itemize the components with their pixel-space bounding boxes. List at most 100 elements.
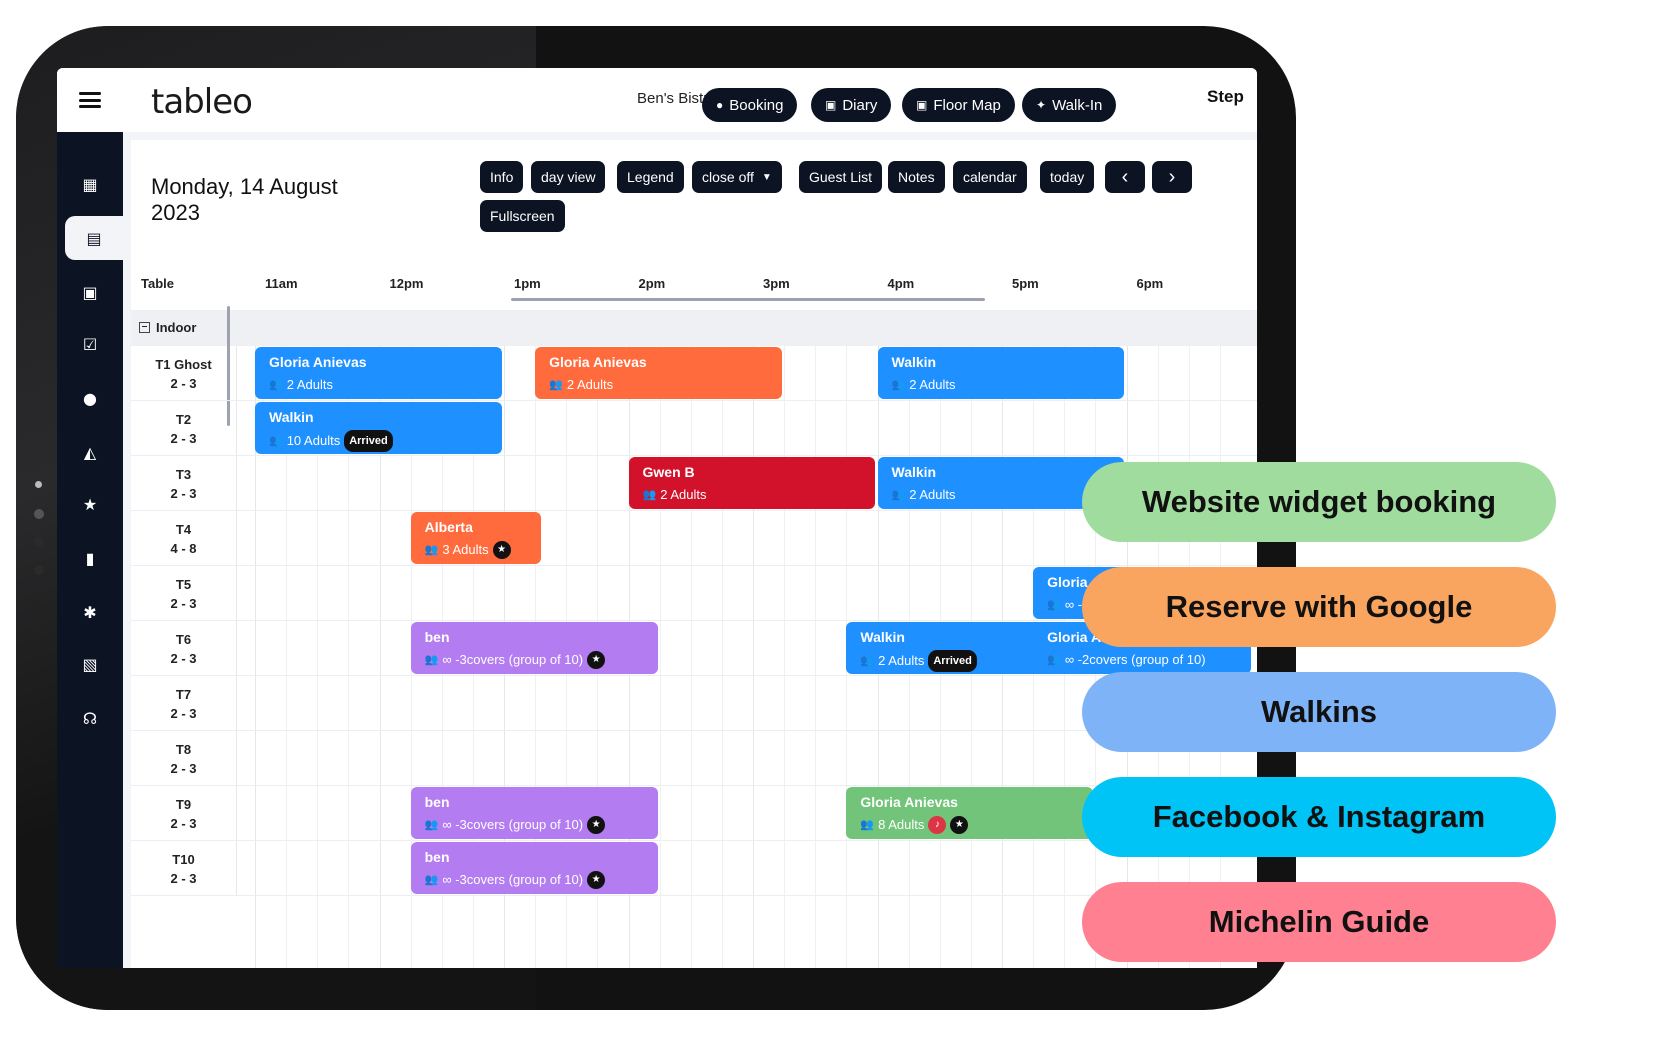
- walk-in-label: Walk-In: [1052, 96, 1103, 114]
- sidebar-item-reviews[interactable]: ★: [57, 482, 123, 526]
- calendar-icon: ▣: [916, 98, 928, 112]
- booking-party-size: ∞ -2covers (group of 10): [1064, 652, 1206, 667]
- table-row[interactable]: T10 2 - 3: [131, 841, 1257, 896]
- table-covers: 2 - 3: [170, 596, 197, 611]
- grid-line: [784, 346, 786, 968]
- people-icon: 👥: [424, 874, 439, 886]
- booking-block[interactable]: ben👥∞ -3covers (group of 10)★: [410, 787, 658, 839]
- booking-block[interactable]: Alberta👥3 Adults★: [410, 512, 542, 564]
- grid-line: [690, 346, 692, 968]
- prev-day-button[interactable]: ‹: [1105, 161, 1145, 193]
- table-name: T9: [175, 797, 192, 812]
- sidebar-item-floor-map[interactable]: ▣: [57, 270, 123, 314]
- booking-block[interactable]: ben👥∞ -3covers (group of 10)★: [410, 622, 658, 674]
- people-icon: 👥: [860, 819, 875, 831]
- booking-block[interactable]: Gwen B👥2 Adults: [628, 457, 876, 509]
- today-button[interactable]: today: [1040, 161, 1095, 193]
- sidebar-item-vouchers[interactable]: ▮: [57, 536, 123, 580]
- booking-block[interactable]: ben👥∞ -3covers (group of 10)★: [410, 842, 658, 894]
- dashboard-icon: ▦: [82, 174, 98, 194]
- date-title: Monday, 14 August 2023: [151, 174, 338, 225]
- tableo-logo: tableo: [151, 82, 253, 122]
- table-name: T8: [175, 742, 192, 757]
- booking-block[interactable]: Walkin👥2 Adults: [877, 347, 1125, 399]
- table-name: T3: [175, 467, 192, 482]
- booking-details: 👥∞ -3covers (group of 10)★: [425, 650, 644, 670]
- close-off-dropdown[interactable]: close off ▼: [692, 161, 782, 193]
- booking-button[interactable]: ● Booking: [702, 88, 798, 122]
- sidebar-item-dashboard[interactable]: ▦: [57, 162, 123, 206]
- booking-party-size: ∞ -3covers (group of 10): [442, 817, 584, 832]
- sidebar-item-reports[interactable]: ◭: [57, 430, 123, 474]
- time-label: 12pm: [389, 276, 424, 291]
- group-name: Indoor: [156, 320, 197, 335]
- booking-guest-name: Walkin: [860, 629, 905, 645]
- table-name: T10: [172, 852, 195, 867]
- grid-line: [286, 346, 288, 968]
- star-icon: ★: [587, 651, 606, 669]
- booking-guest-name: ben: [424, 794, 450, 810]
- floor-map-icon: ▣: [82, 282, 98, 302]
- sidebar-item-diary[interactable]: ▤: [65, 216, 123, 260]
- table-covers: 2 - 3: [170, 871, 197, 886]
- time-label: 2pm: [638, 276, 666, 291]
- booking-block[interactable]: Gloria Anievas👥8 Adults♪★: [846, 787, 1094, 839]
- diary-icon: ▤: [86, 228, 102, 248]
- sidebar-item-guests[interactable]: ●: [57, 376, 123, 420]
- notes-button[interactable]: Notes: [888, 161, 945, 193]
- sidebar-item-support[interactable]: ☊: [57, 696, 123, 740]
- next-day-button[interactable]: ›: [1152, 161, 1192, 193]
- booking-party-size: 2 Adults: [286, 377, 333, 392]
- diary-button[interactable]: ▣ Diary: [811, 88, 892, 122]
- legend-button[interactable]: Legend: [617, 161, 684, 193]
- table-name: T7: [175, 687, 192, 702]
- chevron-down-icon: ▼: [761, 171, 772, 183]
- calendar-button[interactable]: calendar: [953, 161, 1027, 193]
- channel-website-widget: Website widget booking: [1082, 462, 1556, 542]
- vertical-scrollbar[interactable]: [227, 306, 230, 426]
- sidebar-item-settings[interactable]: ✱: [57, 590, 123, 634]
- booking-block[interactable]: Gloria Anievas👥2 Adults: [535, 347, 783, 399]
- walk-in-button[interactable]: ✦ Walk-In: [1022, 88, 1117, 122]
- guest-list-button[interactable]: Guest List: [799, 161, 883, 193]
- sidebar-item-marketing[interactable]: ▧: [57, 642, 123, 686]
- sidebar-item-tasks[interactable]: ☑: [57, 322, 123, 366]
- logo-text: tableo: [151, 82, 253, 122]
- day-view-button[interactable]: day view: [531, 161, 606, 193]
- grid-line: [255, 346, 256, 968]
- table-row-label: T5 2 - 3: [131, 566, 237, 621]
- menu-button[interactable]: [57, 68, 123, 132]
- people-icon: 👥: [891, 379, 906, 391]
- channel-facebook-instagram: Facebook & Instagram: [1082, 777, 1556, 857]
- channel-walkins: Walkins: [1082, 672, 1556, 752]
- people-icon: 👥: [424, 544, 439, 556]
- time-label: 1pm: [514, 276, 541, 291]
- table-name: T5: [175, 577, 192, 592]
- booking-party-size: 3 Adults: [442, 542, 489, 557]
- fullscreen-button[interactable]: Fullscreen: [480, 200, 565, 232]
- support-icon: ☊: [82, 708, 98, 728]
- user-name[interactable]: Step: [1207, 87, 1244, 106]
- collapse-icon[interactable]: –: [139, 322, 150, 333]
- info-button[interactable]: Info: [480, 161, 524, 193]
- group-row-indoor[interactable]: – Indoor: [131, 310, 1257, 346]
- booking-block[interactable]: Gloria Anievas👥2 Adults: [255, 347, 502, 399]
- horizontal-scrollbar[interactable]: [511, 298, 985, 301]
- reports-icon: ◭: [83, 442, 97, 462]
- table-row[interactable]: T5 2 - 3: [131, 566, 1257, 621]
- floor-map-button[interactable]: ▣ Floor Map: [902, 88, 1015, 122]
- booking-party-size: 10 Adults: [286, 433, 341, 448]
